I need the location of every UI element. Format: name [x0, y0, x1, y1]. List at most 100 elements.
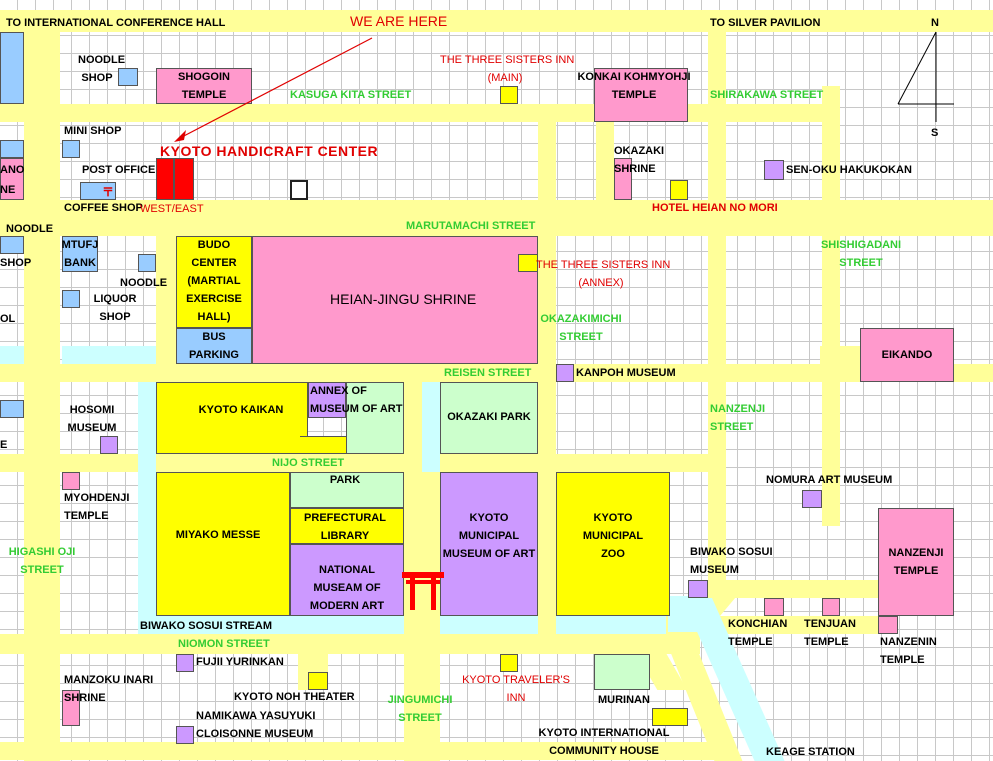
municipal-art-block: [440, 472, 538, 616]
water-canal-mid: [62, 346, 156, 364]
label-tenjuan: TENJUAN TEMPLE: [804, 618, 856, 648]
water-kaikan-left: [138, 382, 156, 634]
noodle-shop-1-block: [118, 68, 138, 86]
label-nanzenin: NANZENIN TEMPLE: [880, 636, 937, 666]
label-okazaki-park: OKAZAKI PARK: [447, 411, 531, 423]
label-shishigadani: SHISHIGADANI STREET: [820, 239, 902, 269]
myohdenji-block: [62, 472, 80, 490]
nomura-museum-block: [802, 490, 822, 508]
budo-center-block: [176, 236, 252, 328]
label-bus-parking: BUS PARKING: [189, 331, 239, 361]
label-keage: KEAGE STATION: [766, 746, 855, 758]
label-kanpoh: KANPOH MUSEUM: [576, 367, 676, 379]
road-col-596: [596, 122, 614, 202]
label-okazakimichi: OKAZAKIMICHI STREET: [540, 313, 622, 343]
label-mtufj: MTUFJ BANK: [61, 239, 99, 269]
road-niomon: [0, 634, 700, 654]
label-nomura: NOMURA ART MUSEUM: [766, 474, 893, 486]
label-coffee-shop: COFFEE SHOP: [64, 202, 143, 214]
tenjuan-block: [822, 598, 840, 616]
label-okazaki-shrine: OKAZAKI SHRINE: [614, 145, 665, 175]
label-shirakawa: SHIRAKAWA STREET: [710, 89, 824, 101]
label-myohdenji: MYOHDENJI TEMPLE: [64, 492, 130, 522]
left-blue-small: [0, 140, 24, 158]
road-higashi-oji: [24, 10, 60, 761]
label-left-ol: OL: [0, 313, 16, 325]
label-we-are-here: WE ARE HERE: [350, 13, 448, 29]
small-white-marker: [290, 180, 308, 200]
label-intl-community: KYOTO INTERNATIONAL COMMUNITY HOUSE: [538, 727, 670, 757]
fujii-block: [176, 654, 194, 672]
label-eikando: EIKANDO: [881, 349, 933, 361]
hosomi-museum-block: [100, 436, 118, 454]
kanpoh-museum-block: [556, 364, 574, 382]
label-left-e: E: [0, 439, 8, 451]
water-zoo-south: [556, 616, 666, 634]
label-noh-theater: KYOTO NOH THEATER: [234, 691, 355, 703]
label-three-sisters-main: THE THREE SISTERS INN (MAIN): [440, 54, 575, 84]
left-shop-block: [0, 236, 24, 254]
road-east-mid: [700, 580, 880, 598]
okazaki-shrine-block: [614, 158, 632, 200]
label-three-sisters-annex: THE THREE SISTERS INN (ANNEX): [536, 259, 671, 289]
post-office-mark-icon: 〒: [102, 185, 115, 199]
intl-community-block: [652, 708, 688, 726]
road-shishigadani: [822, 86, 840, 526]
label-reisen: REISEN STREET: [444, 367, 532, 379]
road-col-156: [156, 236, 176, 366]
label-park: PARK: [329, 474, 361, 486]
miyako-messe-block: [156, 472, 290, 616]
label-handicraft: KYOTO HANDICRAFT CENTER: [160, 143, 379, 159]
shogoin-temple-block: [156, 68, 252, 104]
label-noodle-left: NOODLE: [6, 223, 54, 235]
liquor-shop-block: [62, 290, 80, 308]
konchian-block: [764, 598, 784, 616]
road-kasuga-kita: [0, 104, 720, 122]
kyoto-kaikan-block: [156, 382, 308, 454]
road-east-low: [700, 616, 880, 634]
label-kasuga-kita: KASUGA KITA STREET: [290, 89, 412, 101]
water-left-canal: [0, 346, 24, 364]
label-manzoku: MANZOKU INARI SHRINE: [64, 674, 154, 704]
annex-park-block: [346, 382, 404, 454]
left-blue-2: [0, 400, 24, 418]
label-municipal-art: KYOTO MUNICIPAL MUSEUM OF ART: [442, 512, 536, 560]
annex-museum-block: [308, 382, 346, 418]
nanzenji-temple-block: [878, 508, 954, 616]
three-sisters-main-block: [500, 86, 518, 104]
label-to-conference: TO INTERNATIONAL CONFERENCE HALL: [6, 17, 226, 29]
pref-library-block: [290, 508, 404, 544]
post-office-block: [80, 182, 116, 200]
heian-jingu-block: [252, 236, 538, 364]
bus-parking-block: [176, 328, 252, 364]
label-noodle-2: NOODLE: [120, 277, 168, 289]
park-block: [290, 472, 404, 508]
label-hosomi: HOSOMI MUSEUM: [67, 404, 117, 434]
label-budo: BUDO CENTER (MARTIAL EXERCISE HALL): [186, 239, 242, 323]
label-marutamachi: MARUTAMACHI STREET: [406, 220, 536, 232]
handicraft-east-block: [174, 158, 194, 200]
label-left-ano: ANO: [0, 164, 25, 176]
water-stream-bottom: [138, 616, 404, 634]
label-annex-museum: ANNEX OF MUSEUM OF ART: [310, 385, 403, 415]
handicraft-west-block: [156, 158, 174, 200]
north-arrow-icon: [897, 31, 954, 122]
nanzenin-block: [878, 616, 898, 634]
label-to-silver: TO SILVER PAVILION: [710, 17, 821, 29]
label-biwako-museum: BIWAKO SOSUI MUSEUM: [690, 546, 773, 576]
konkai-temple-block: [594, 68, 688, 122]
we-are-here-arrow-line: [179, 37, 373, 139]
label-zoo: KYOTO MUNICIPAL ZOO: [582, 512, 644, 560]
label-fujii: FUJII YURINKAN: [196, 656, 284, 668]
label-niomon: NIOMON STREET: [178, 638, 270, 650]
torii-gate-icon: [402, 572, 444, 610]
road-top: [0, 10, 993, 32]
noh-theater-block: [308, 672, 328, 690]
label-pref-library: PREFECTURAL LIBRARY: [304, 512, 386, 542]
label-left-ne: NE: [0, 184, 16, 196]
label-mini-shop: MINI SHOP: [64, 125, 122, 137]
road-bottom-row: [0, 742, 720, 760]
mini-shop-block: [62, 140, 80, 158]
